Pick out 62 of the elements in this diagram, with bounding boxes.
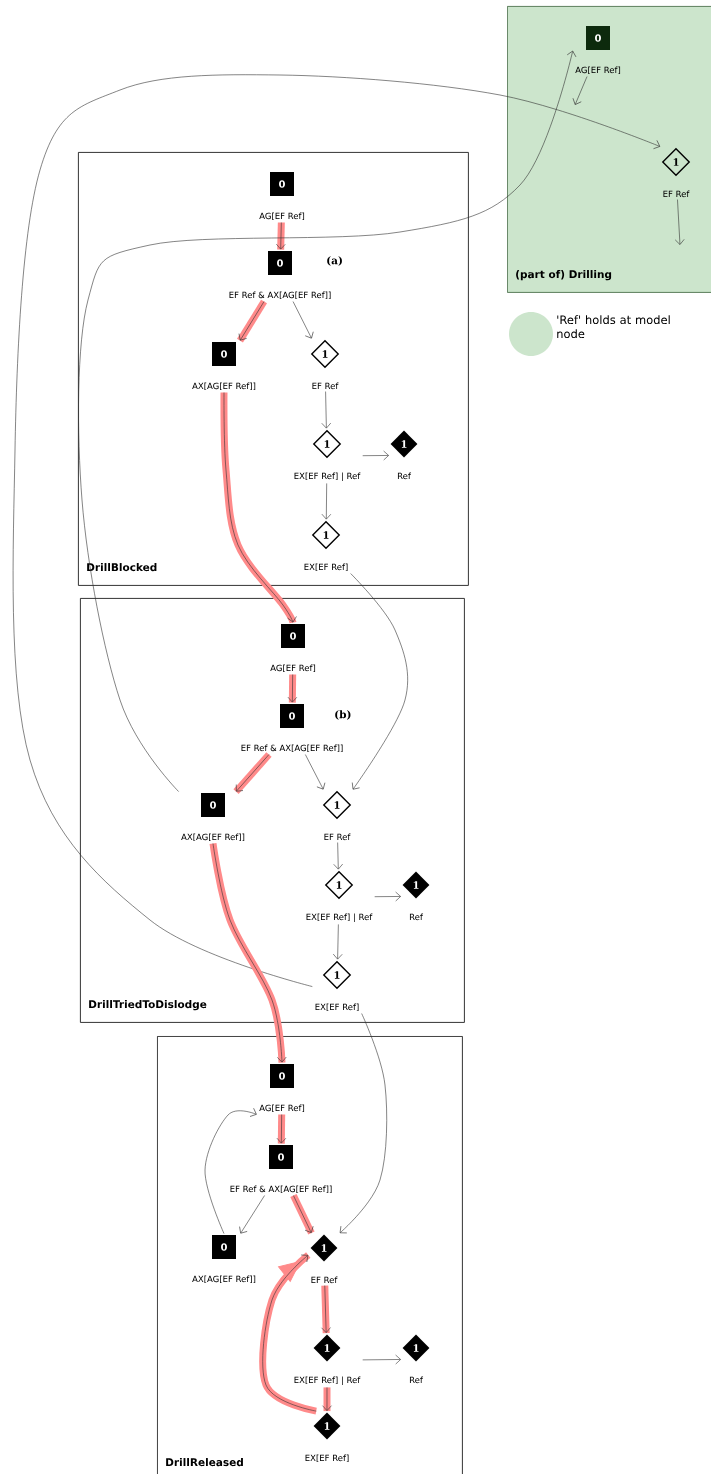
node-label: EX[EF Ref] — [315, 1003, 359, 1012]
legend-text: 'Ref' holds at model node — [557, 315, 670, 339]
arrow — [350, 573, 408, 790]
node-label: AX[AG[EF Ref]] — [181, 833, 245, 842]
node-label: EX[EF Ref] | Ref — [294, 472, 361, 481]
state-square: 0 — [212, 342, 236, 366]
node-label: EF Ref & AX[AG[EF Ref]] — [241, 744, 343, 753]
node-label: EF Ref — [663, 190, 690, 198]
arrow — [321, 1285, 331, 1334]
node-label: EX[EF Ref] — [304, 563, 348, 572]
arrow — [259, 1252, 317, 1415]
state-square: 0 — [586, 26, 610, 50]
arrow — [333, 842, 343, 870]
arrow — [305, 754, 326, 790]
state-square: 0 — [201, 793, 225, 817]
node-label: AG[EF Ref] — [270, 664, 316, 673]
node-label: AG[EF Ref] — [259, 1104, 305, 1113]
node-label: Ref — [409, 1376, 424, 1384]
arrow — [674, 199, 685, 245]
node-label: AX[AG[EF Ref]] — [192, 382, 256, 391]
node-label: EX[EF Ref] — [305, 1454, 349, 1463]
panel-label: (a) — [327, 256, 342, 266]
state-square: 0 — [280, 704, 304, 728]
state-square: 0 — [281, 624, 305, 648]
arrow — [321, 483, 332, 520]
arrow — [374, 891, 401, 902]
arrow — [12, 74, 661, 987]
arrow — [287, 674, 298, 703]
node-label: Ref — [397, 472, 412, 480]
state-square: 0 — [270, 172, 294, 196]
node-label: EF Ref — [311, 1276, 338, 1284]
arrow — [276, 1114, 287, 1144]
node-label: AG[EF Ref] — [575, 66, 621, 75]
arrow — [78, 50, 577, 792]
arrow — [239, 1195, 265, 1234]
arrow — [362, 1354, 401, 1365]
arrow — [332, 924, 343, 960]
node-label: AX[AG[EF Ref]] — [192, 1275, 256, 1284]
arrow — [290, 1194, 315, 1235]
node-label: AG[EF Ref] — [259, 212, 305, 221]
node-label: EF Ref & AX[AG[EF Ref]] — [230, 1185, 332, 1194]
state-square: 0 — [212, 1235, 236, 1259]
arrow — [572, 76, 588, 105]
state-square: 0 — [268, 251, 292, 275]
arrow — [292, 301, 314, 339]
state-square: 0 — [270, 1064, 294, 1088]
node-label: EF Ref — [324, 833, 351, 841]
arrow — [220, 392, 297, 624]
arrow — [362, 450, 389, 461]
arrow — [237, 299, 267, 343]
node-label: EX[EF Ref] | Ref — [306, 913, 373, 922]
panel-label: (b) — [335, 710, 351, 720]
arrow — [276, 222, 286, 250]
state-square: 0 — [269, 1145, 293, 1169]
arrow — [204, 1107, 257, 1234]
arrow — [233, 752, 272, 794]
node-label: EF Ref — [312, 382, 339, 390]
node-label: Ref — [409, 913, 424, 921]
arrow — [339, 1013, 388, 1234]
node-label: EF Ref & AX[AG[EF Ref]] — [229, 291, 331, 300]
node-label: EX[EF Ref] | Ref — [294, 1376, 361, 1385]
arrow — [321, 391, 332, 429]
